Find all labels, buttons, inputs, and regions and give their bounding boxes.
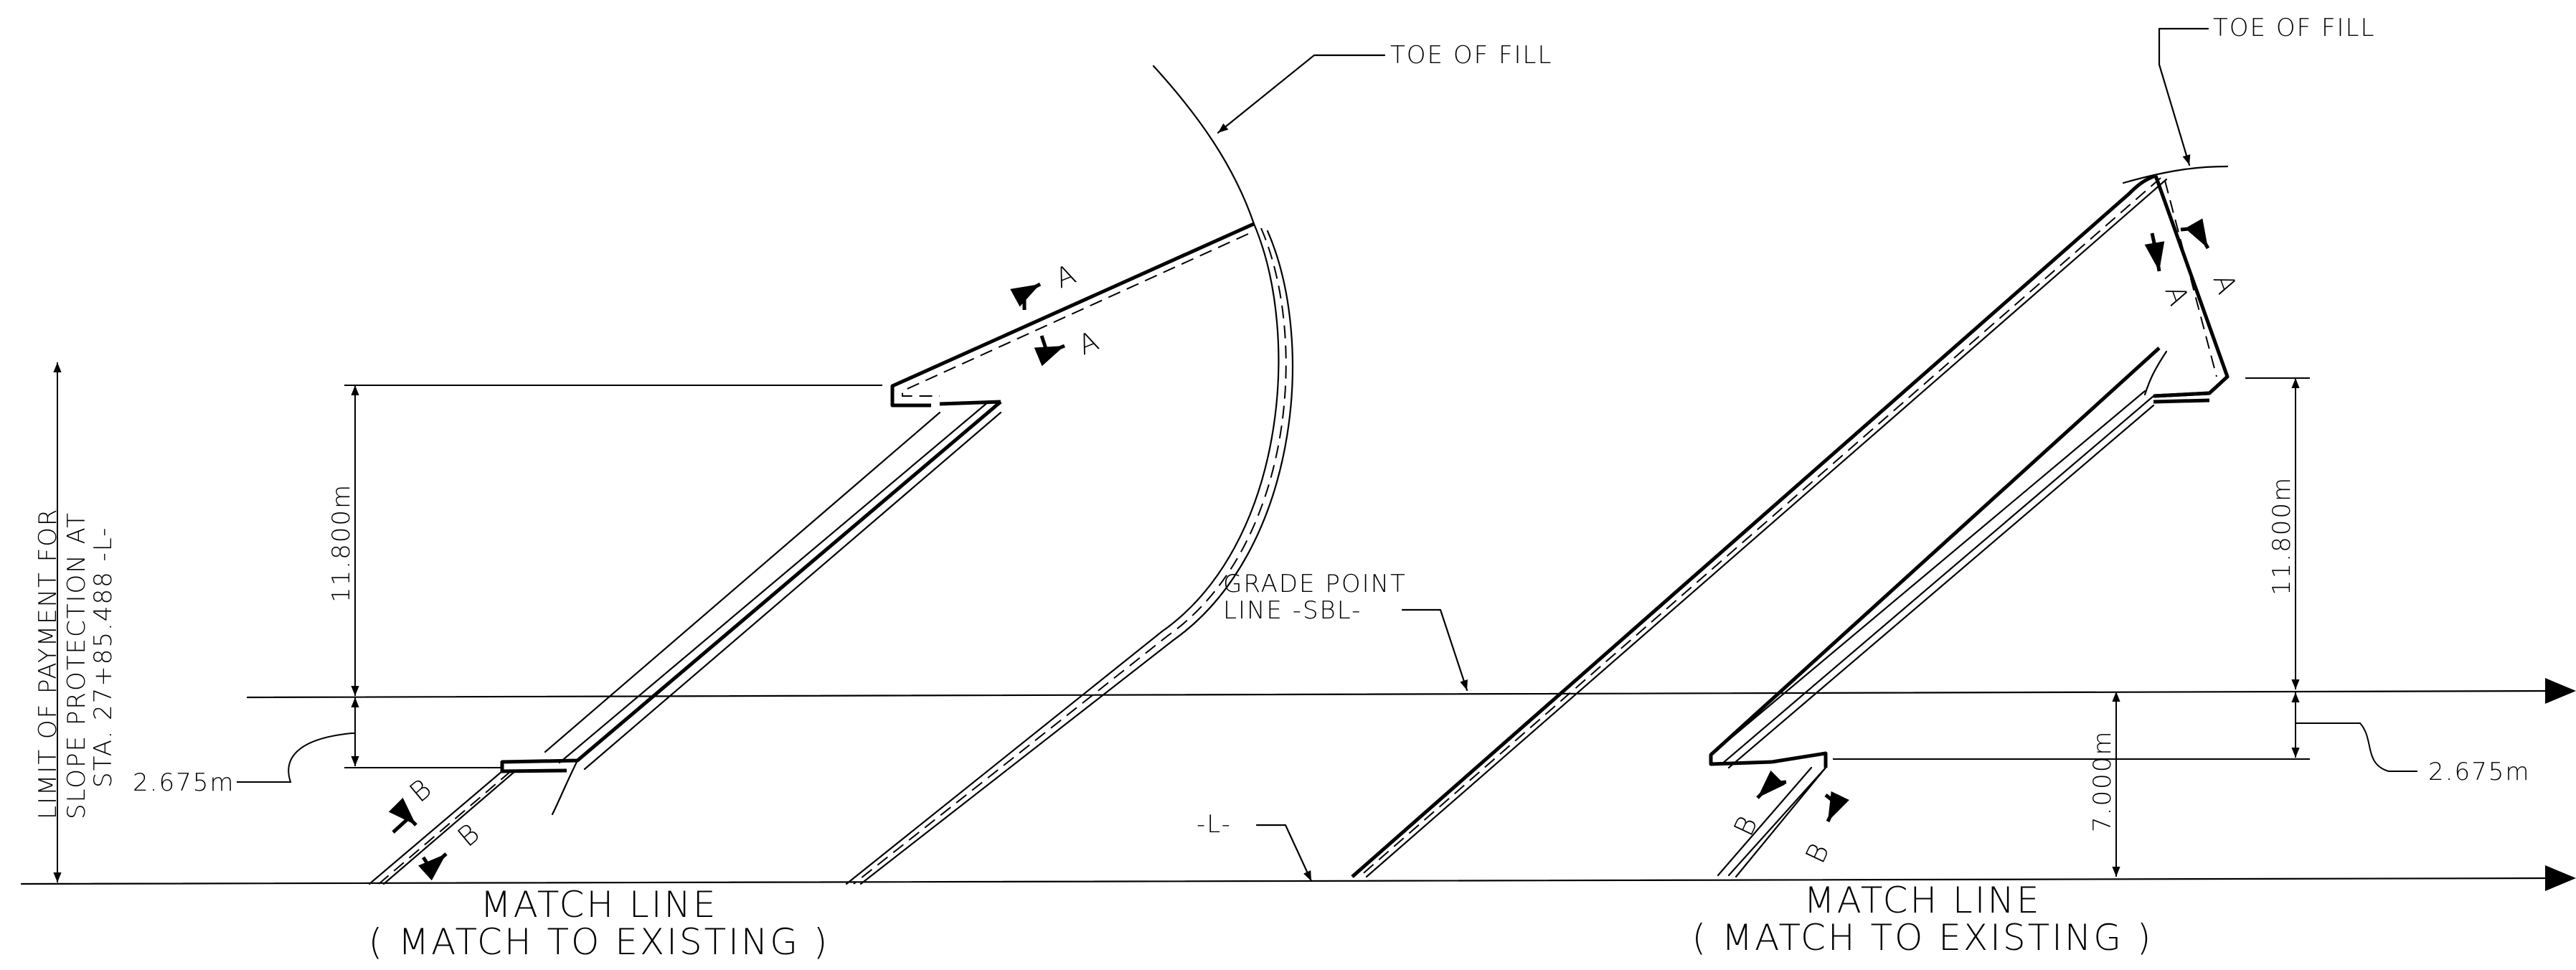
grade-point-line <box>246 689 2555 699</box>
match-line-left-subtitle: ( MATCH TO EXISTING ) <box>369 921 830 963</box>
right-ramp-structure <box>1351 165 2230 878</box>
limit-of-payment-label-3: STA. 27+85.488 -L- <box>89 527 118 788</box>
toe-of-fill-right-label: TOE OF FILL <box>2213 14 2375 42</box>
left-ramp-structure <box>368 65 1293 885</box>
match-base-arrowhead <box>2545 865 2576 891</box>
dim-left-upper-label: 11.800m <box>327 484 356 603</box>
svg-text:A: A <box>2207 270 2243 298</box>
svg-text:A: A <box>1051 258 1080 295</box>
toe-of-fill-left-label: TOE OF FILL <box>1390 41 1552 70</box>
toe-of-fill-right-leader <box>2158 27 2209 166</box>
l-line-leader <box>1255 824 1313 882</box>
right-dimensions <box>1833 377 2417 877</box>
match-line-right-subtitle: ( MATCH TO EXISTING ) <box>1692 917 2153 959</box>
dim-right-lower-label: 2.675m <box>2428 758 2530 786</box>
section-a-left-upper: A <box>1010 258 1080 310</box>
dim-left-lower-label: 2.675m <box>133 768 235 797</box>
svg-text:B: B <box>1799 839 1835 868</box>
section-b-left-upper: B <box>388 773 438 834</box>
match-line-left-title: MATCH LINE <box>480 884 717 926</box>
dim-right-upper-label: 11.800m <box>2268 476 2296 595</box>
grade-point-label-1: GRADE POINT <box>1223 570 1407 598</box>
l-line-label: -L- <box>1197 810 1232 839</box>
match-base-line <box>20 877 2555 885</box>
svg-text:B: B <box>404 773 438 809</box>
svg-text:B: B <box>452 817 486 853</box>
svg-text:A: A <box>1074 325 1103 362</box>
toe-of-fill-left-leader <box>1217 54 1386 134</box>
grade-point-label-2: LINE -SBL- <box>1223 596 1362 625</box>
grade-point-leader <box>1401 608 1468 692</box>
section-b-right-upper: B <box>1727 770 1787 841</box>
match-line-right-title: MATCH LINE <box>1803 880 2041 921</box>
section-a-left-lower: A <box>1034 325 1103 367</box>
svg-text:A: A <box>2159 281 2195 309</box>
dim-right-middle-label: 7.000m <box>2088 730 2117 832</box>
limit-of-payment-label-2: SLOPE PROTECTION AT <box>62 512 91 819</box>
left-dimensions <box>53 362 882 882</box>
svg-text:B: B <box>1727 811 1763 841</box>
section-b-right-lower: B <box>1799 791 1849 868</box>
limit-of-payment-label-1: LIMIT OF PAYMENT FOR <box>34 507 62 819</box>
grade-line-arrowhead <box>2545 678 2576 704</box>
